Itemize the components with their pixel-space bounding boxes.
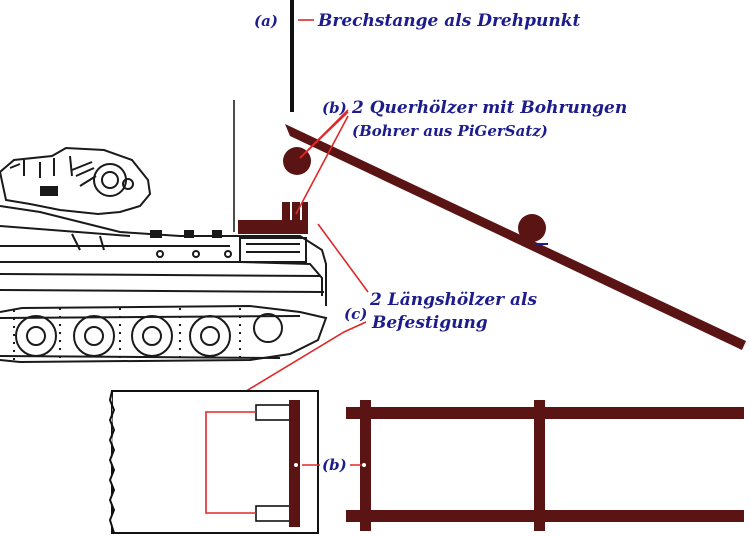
tank-drawing (0, 146, 328, 364)
plan-bracket (205, 411, 256, 514)
drill-hole-right (362, 463, 366, 467)
leader-c-top (317, 223, 369, 293)
label-b-text-line1: 2 Querhölzer mit Bohrungen (351, 98, 627, 118)
frame-cross-bar-2 (534, 400, 545, 531)
deck-block-left (238, 220, 308, 234)
label-a-text: Brechstange als Drehpunkt (317, 11, 580, 31)
drill-hole-left (294, 463, 298, 467)
label-b-bottom: (b) (322, 456, 347, 474)
deck-block-upright-1 (282, 202, 290, 224)
leader-c-down (217, 321, 367, 409)
plan-view-break-edge (108, 390, 116, 534)
label-c-text-line1: 2 Längshölzer als (369, 290, 538, 310)
label-b-marker: (b) (322, 99, 347, 117)
cross-bar-plan (289, 400, 300, 527)
ramp-board (285, 124, 746, 350)
label-c-text-line2: Befestigung (371, 313, 488, 333)
label-b-text-line2: (Bohrer aus PiGerSatz) (352, 122, 548, 140)
long-block-upper (255, 404, 295, 421)
label-c-marker: (c) (344, 305, 367, 323)
label-a-marker: (a) (254, 12, 278, 30)
deck-block-upright-3 (302, 202, 308, 224)
long-block-lower (255, 505, 295, 522)
pivot-disc-lower (518, 214, 546, 242)
leader-b-lines (295, 109, 349, 215)
